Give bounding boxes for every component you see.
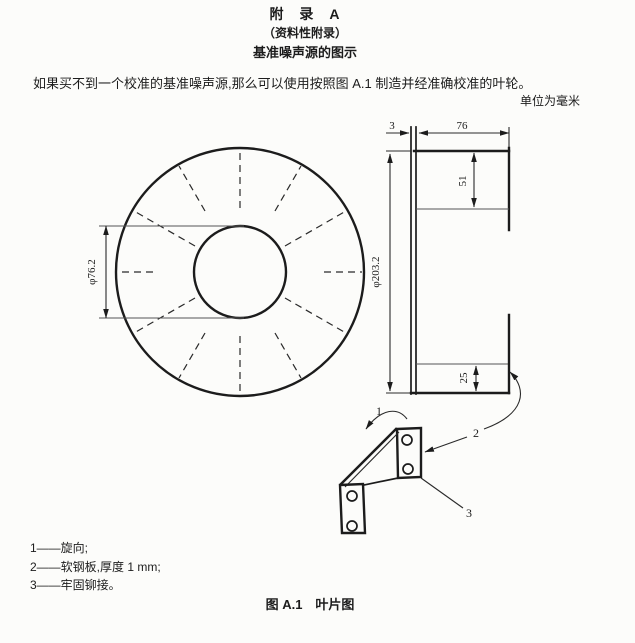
radial-cut-lines [118, 150, 362, 394]
figure-caption: 图 A.1 叶片图 [265, 597, 355, 612]
rivet-hole [402, 463, 414, 475]
blade-length-dimension: 76 [418, 120, 510, 136]
callout-leaders: 1 2 3 [365, 371, 521, 520]
disc-thickness-dimension: 3 [386, 120, 410, 136]
legend-item-1: 1——旋向; [30, 541, 89, 555]
dim-disc-thickness: 3 [389, 120, 395, 132]
dim-bottom-blade-depth: 25 [458, 372, 470, 384]
rivet-hole [346, 520, 358, 532]
body-paragraph: 如果买不到一个校准的基准噪声源,那么可以使用按照图 A.1 制造并经准确校准的叶… [33, 76, 532, 91]
dim-top-blade-depth: 51 [457, 176, 469, 187]
front-view-disc: φ76.2 [86, 146, 366, 398]
callout-1: 1 [376, 404, 382, 418]
appendix-header: 附 录 A （资料性附录） 基准噪声源的图示 [0, 5, 610, 62]
dim-outer-diameter: φ203.2 [370, 256, 382, 287]
units-note: 单位为毫米 [519, 94, 580, 108]
inner-diameter-dimension: φ76.2 [86, 225, 244, 319]
callout-3: 3 [466, 506, 472, 520]
rivet-hole [401, 434, 413, 446]
top-blade-depth-dimension: 51 [457, 152, 477, 208]
appendix-title: 附 录 A [269, 6, 341, 22]
rivet-hole [346, 490, 358, 502]
appendix-heading: 基准噪声源的图示 [252, 45, 357, 60]
outer-circle [114, 146, 366, 398]
callout-2: 2 [473, 426, 479, 440]
bracket-detail [338, 426, 423, 535]
figure-legend: 1——旋向; 2——软钢板,厚度 1 mm; 3——牢固铆接。 [30, 539, 161, 595]
bottom-blade-depth-dimension: 25 [458, 365, 479, 392]
legend-item-3: 3——牢固铆接。 [30, 578, 121, 592]
inner-bore-circle [192, 224, 288, 320]
outer-diameter-dimension: φ203.2 [370, 153, 393, 392]
side-view: 3 76 51 25 φ203.2 [370, 120, 511, 395]
dim-inner-diameter: φ76.2 [86, 259, 98, 285]
legend-item-2: 2——软钢板,厚度 1 mm; [30, 559, 161, 574]
appendix-subtitle: （资料性附录） [262, 26, 347, 40]
dim-blade-length: 76 [457, 120, 469, 132]
